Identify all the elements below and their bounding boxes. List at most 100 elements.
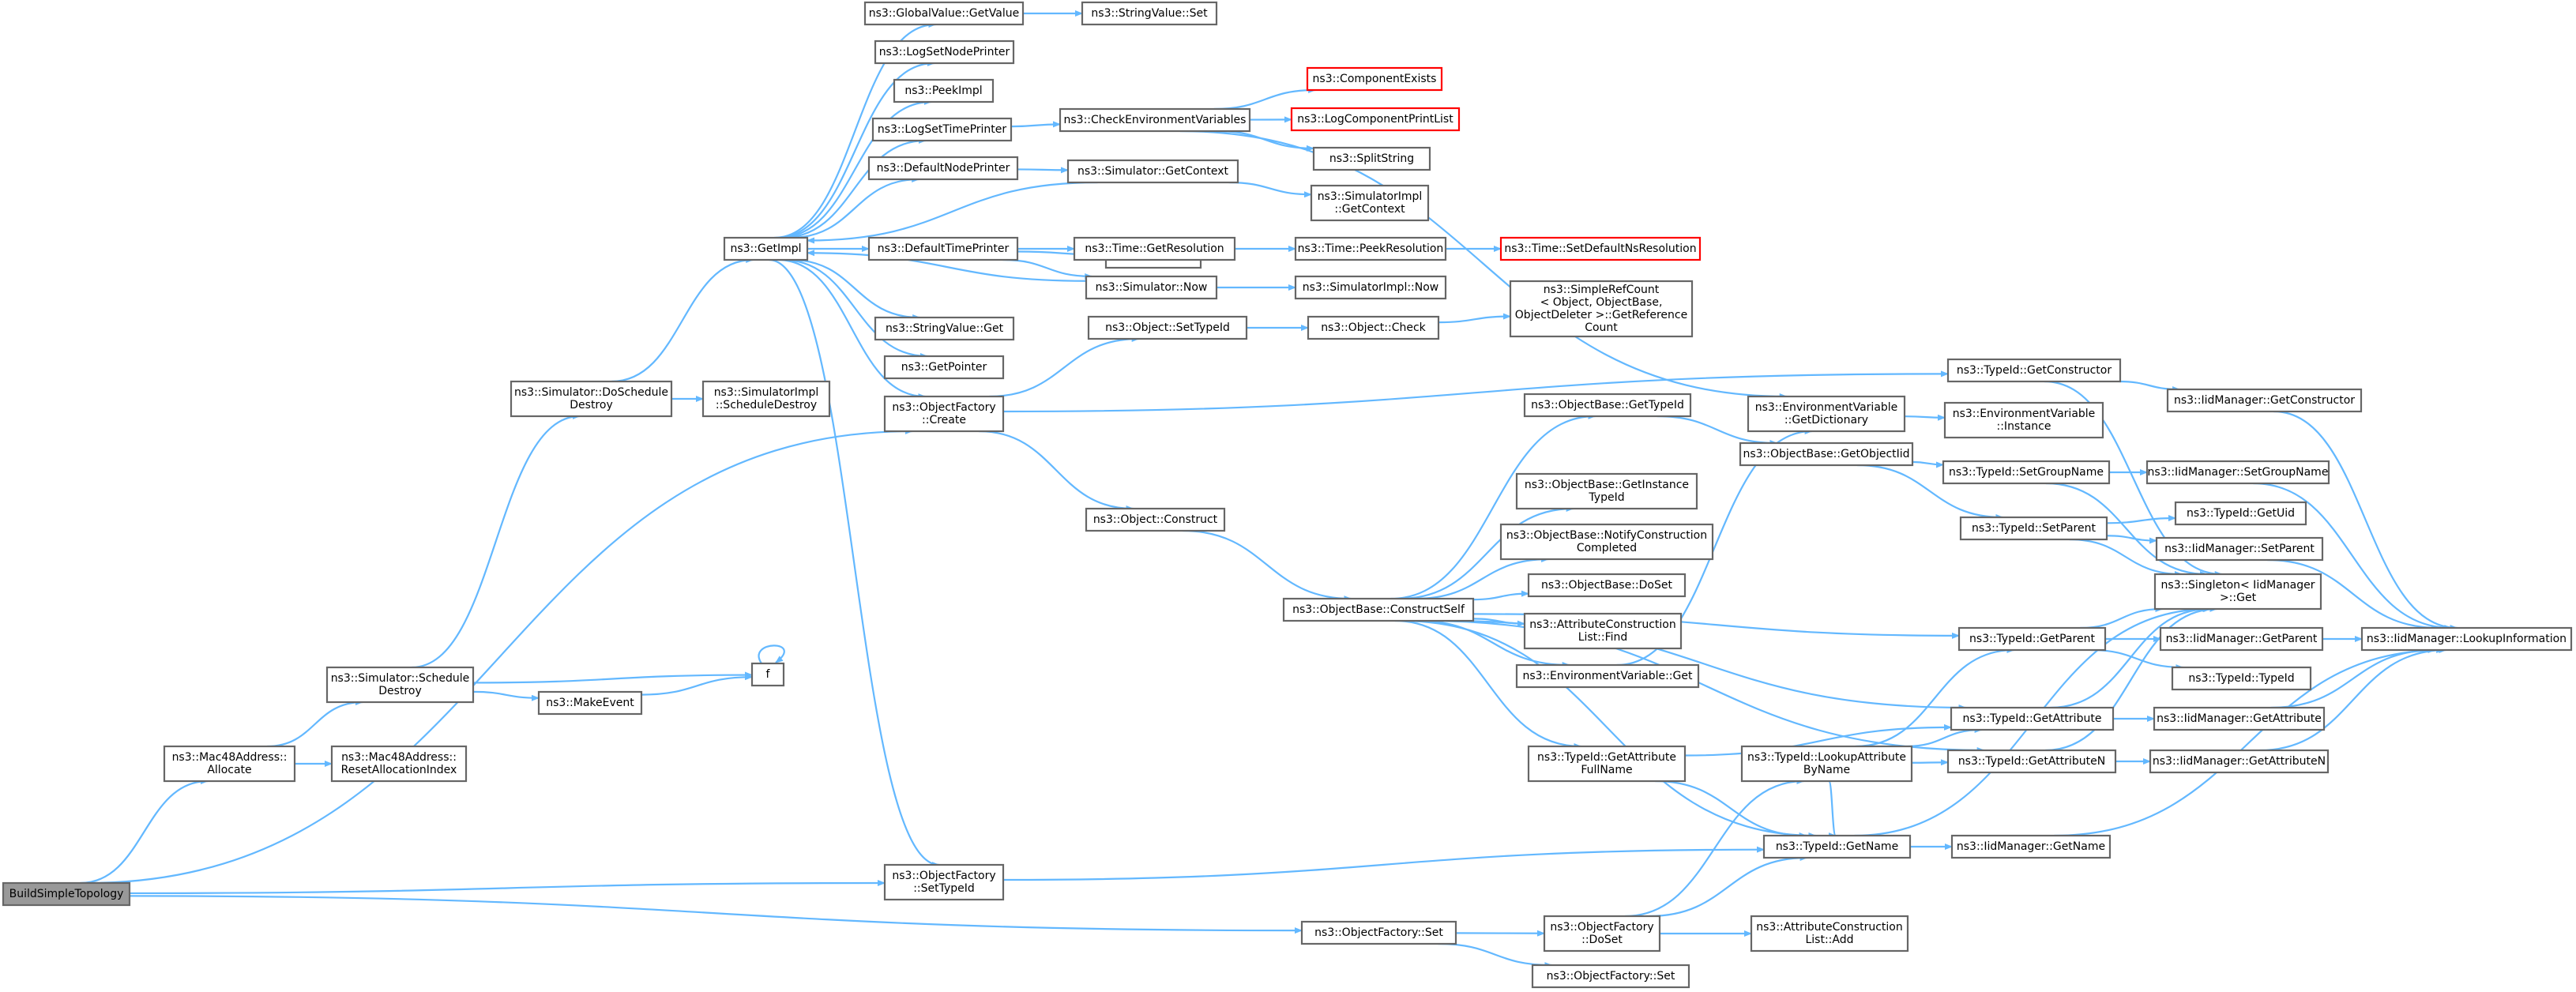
graph-node[interactable]: ns3::Simulator::ScheduleDestroy bbox=[325, 666, 475, 704]
graph-node-box[interactable] bbox=[867, 236, 1019, 261]
graph-node[interactable]: ns3::ObjectBase::GetObjectIid bbox=[1739, 442, 1914, 467]
graph-node[interactable]: ns3::IidManager::SetGroupName bbox=[2145, 460, 2330, 485]
graph-node-box[interactable] bbox=[1499, 236, 1702, 261]
graph-node[interactable]: ns3::Time::SetDefaultNsResolution bbox=[1499, 236, 1702, 261]
graph-node-box[interactable] bbox=[1059, 107, 1251, 133]
graph-node[interactable]: ns3::Mac48Address::Allocate bbox=[163, 745, 296, 783]
graph-node[interactable]: ns3::ObjectBase::DoSet bbox=[1527, 573, 1687, 598]
graph-node-box[interactable] bbox=[2171, 666, 2312, 691]
graph-node-box[interactable] bbox=[1310, 184, 1430, 222]
graph-node[interactable]: ns3::TypeId::SetGroupName bbox=[1942, 460, 2111, 485]
graph-node[interactable]: ns3::GetImpl bbox=[723, 236, 809, 261]
graph-node[interactable]: ns3::ObjectBase::NotifyConstructionCompl… bbox=[1499, 523, 1714, 561]
graph-node-box[interactable] bbox=[723, 236, 809, 261]
graph-node-box[interactable] bbox=[1294, 236, 1447, 261]
graph-node-box[interactable] bbox=[1543, 915, 1661, 953]
graph-node[interactable]: ns3::Singleton< IidManager>::Get bbox=[2153, 573, 2322, 611]
graph-node-box[interactable] bbox=[2166, 388, 2363, 413]
graph-node[interactable]: ns3::IidManager::SetParent bbox=[2155, 536, 2324, 562]
graph-node[interactable]: ns3::Time::GetResolution bbox=[1073, 236, 1236, 261]
graph-node[interactable]: ns3::ObjectBase::ConstructSelf bbox=[1282, 597, 1475, 622]
graph-node[interactable]: ns3::EnvironmentVariable::GetDictionary bbox=[1747, 395, 1906, 433]
graph-node-box[interactable] bbox=[1739, 442, 1914, 467]
graph-node-box[interactable] bbox=[863, 1, 1025, 26]
graph-node-box[interactable] bbox=[330, 745, 468, 783]
graph-node-box[interactable] bbox=[325, 666, 475, 704]
graph-node-box[interactable] bbox=[1300, 920, 1457, 945]
graph-node[interactable]: f bbox=[750, 662, 785, 687]
graph-node-box[interactable] bbox=[1509, 280, 1694, 338]
graph-node-box[interactable] bbox=[2159, 626, 2324, 652]
graph-node[interactable]: ns3::StringValue::Get bbox=[874, 316, 1015, 341]
graph-node[interactable]: ns3::ObjectBase::GetTypeId bbox=[1523, 393, 1692, 418]
graph-node-box[interactable] bbox=[1762, 834, 1912, 859]
graph-node-box[interactable] bbox=[1290, 107, 1461, 132]
graph-node[interactable]: ns3::LogSetTimePrinter bbox=[871, 117, 1013, 142]
graph-node-box[interactable] bbox=[510, 380, 673, 418]
graph-node[interactable]: ns3::StringValue::Set bbox=[1081, 1, 1218, 26]
graph-node-box[interactable] bbox=[1515, 472, 1698, 510]
graph-node-box[interactable] bbox=[1747, 395, 1906, 433]
graph-node[interactable]: ns3::ObjectFactory::SetTypeId bbox=[883, 863, 1005, 901]
graph-node[interactable]: ns3::ObjectFactory::DoSet bbox=[1543, 915, 1661, 953]
graph-node[interactable]: ns3::ComponentExists bbox=[1306, 66, 1443, 92]
graph-node[interactable]: ns3::TypeId::GetParent bbox=[1957, 626, 2107, 652]
graph-node-box[interactable] bbox=[1943, 401, 2104, 439]
graph-node-box[interactable] bbox=[2145, 460, 2330, 485]
graph-node[interactable]: ns3::SplitString bbox=[1312, 146, 1431, 171]
graph-node[interactable]: ns3::TypeId::GetConstructor bbox=[1946, 358, 2122, 383]
graph-node-box[interactable] bbox=[1950, 706, 2115, 731]
graph-node[interactable]: ns3::LogSetNodePrinter bbox=[874, 39, 1015, 65]
graph-node[interactable]: ns3::TypeId::GetAttribute bbox=[1950, 706, 2115, 731]
graph-node-box[interactable] bbox=[1942, 460, 2111, 485]
graph-node[interactable]: ns3::SimulatorImpl::GetContext bbox=[1310, 184, 1430, 222]
graph-node-box[interactable] bbox=[1523, 393, 1692, 418]
graph-node-box[interactable] bbox=[1085, 275, 1218, 300]
graph-node-box[interactable] bbox=[1085, 507, 1226, 532]
graph-node-box[interactable] bbox=[867, 156, 1019, 181]
graph-node-box[interactable] bbox=[1740, 745, 1913, 783]
graph-node-box[interactable] bbox=[1066, 159, 1239, 184]
graph-node[interactable]: ns3::GlobalValue::GetValue bbox=[863, 1, 1025, 26]
graph-node-box[interactable] bbox=[1750, 915, 1909, 953]
graph-node[interactable]: ns3::GetPointer bbox=[883, 355, 1005, 380]
graph-node[interactable]: ns3::TypeId::GetUid bbox=[2174, 501, 2307, 526]
graph-node[interactable]: ns3::Object::Check bbox=[1307, 315, 1440, 340]
graph-node-box[interactable] bbox=[1959, 516, 2108, 541]
graph-node-box[interactable] bbox=[1523, 612, 1683, 650]
graph-node-box[interactable] bbox=[2153, 573, 2322, 611]
graph-node[interactable]: ns3::ObjectFactory::Set bbox=[1300, 920, 1457, 945]
graph-node[interactable]: ns3::IidManager::GetConstructor bbox=[2166, 388, 2363, 413]
graph-node-box[interactable] bbox=[2174, 501, 2307, 526]
graph-node[interactable]: ns3::DefaultNodePrinter bbox=[867, 156, 1019, 181]
graph-node[interactable]: ns3::Object::Construct bbox=[1085, 507, 1226, 532]
graph-node[interactable]: ns3::ObjectFactory::Create bbox=[883, 395, 1005, 433]
graph-node-box[interactable] bbox=[1307, 315, 1440, 340]
graph-node-box[interactable] bbox=[701, 380, 831, 418]
graph-node[interactable]: ns3::LogComponentPrintList bbox=[1290, 107, 1461, 132]
graph-node[interactable]: ns3::PeekImpl bbox=[893, 78, 995, 103]
graph-node[interactable]: ns3::SimulatorImpl::Now bbox=[1294, 275, 1447, 300]
graph-node-box[interactable] bbox=[1946, 358, 2122, 383]
graph-node[interactable]: ns3::IidManager::LookupInformation bbox=[2360, 626, 2573, 652]
graph-node-box[interactable] bbox=[2, 881, 131, 907]
graph-node-box[interactable] bbox=[2360, 626, 2573, 652]
graph-node[interactable]: ns3::IidManager::GetAttributeN bbox=[2149, 749, 2330, 774]
graph-node-box[interactable] bbox=[163, 745, 296, 783]
graph-node[interactable]: ns3::Simulator::Now bbox=[1085, 275, 1218, 300]
graph-node-box[interactable] bbox=[2155, 536, 2324, 562]
graph-node[interactable]: ns3::SimulatorImpl::ScheduleDestroy bbox=[701, 380, 831, 418]
graph-node-box[interactable] bbox=[893, 78, 995, 103]
graph-node-box[interactable] bbox=[1515, 663, 1700, 689]
graph-node-box[interactable] bbox=[883, 395, 1005, 433]
graph-node[interactable]: ns3::SimpleRefCount< Object, ObjectBase,… bbox=[1509, 280, 1694, 338]
graph-node[interactable]: ns3::TypeId::SetParent bbox=[1959, 516, 2108, 541]
graph-node[interactable]: ns3::TypeId::TypeId bbox=[2171, 666, 2312, 691]
graph-node-box[interactable] bbox=[1306, 66, 1443, 92]
graph-node[interactable]: BuildSimpleTopology bbox=[2, 881, 131, 907]
graph-node-box[interactable] bbox=[1957, 626, 2107, 652]
graph-node-box[interactable] bbox=[874, 316, 1015, 341]
